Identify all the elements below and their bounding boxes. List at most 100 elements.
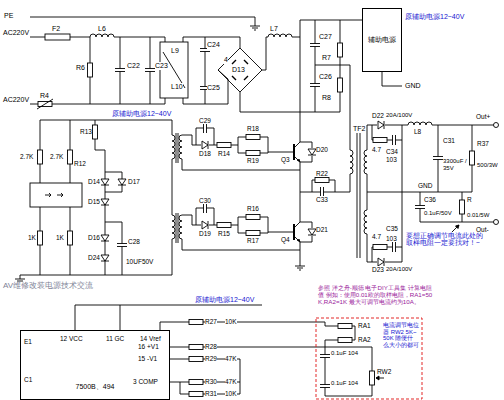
part-label: C35 bbox=[386, 225, 398, 232]
part-label: R13 bbox=[80, 128, 92, 135]
part-label: R16 bbox=[247, 205, 259, 212]
part-label: PE bbox=[4, 12, 13, 20]
component-symbol bbox=[204, 123, 207, 133]
component-symbol bbox=[179, 215, 182, 239]
annotation-note: 要想正确调节电流此处的取样电阻一定要找对！~ bbox=[406, 232, 486, 246]
component-symbol bbox=[202, 221, 208, 229]
part-label: 10K bbox=[225, 390, 237, 397]
component-symbol bbox=[373, 245, 387, 250]
part-label: L6 bbox=[98, 25, 106, 33]
part-label: C34 bbox=[386, 148, 398, 155]
part-label: C24 bbox=[207, 41, 220, 49]
node-title: 辅助电源 bbox=[368, 36, 396, 44]
part-label: D22 bbox=[372, 112, 384, 119]
component-symbol bbox=[204, 203, 207, 213]
part-label: 0.1uF 104 bbox=[331, 380, 358, 387]
component-symbol bbox=[373, 138, 387, 143]
part-label: D20 bbox=[316, 146, 328, 153]
component-symbol bbox=[470, 151, 475, 165]
component-symbol bbox=[93, 125, 98, 139]
component-symbol bbox=[338, 324, 352, 329]
component-symbol bbox=[408, 122, 432, 125]
part-label: C22 bbox=[127, 62, 140, 70]
wire-path bbox=[40, 120, 300, 275]
part-label: R22 bbox=[316, 170, 328, 177]
component-symbol bbox=[246, 231, 260, 236]
part-label: R19 bbox=[247, 157, 259, 164]
component-symbol bbox=[189, 392, 203, 397]
wire-path bbox=[37, 99, 53, 109]
part-label: R37 bbox=[477, 140, 489, 147]
part-label: R4 bbox=[40, 92, 49, 100]
wire-path bbox=[376, 376, 379, 380]
part-label: R15 bbox=[218, 230, 230, 237]
part-label: 103 bbox=[386, 235, 397, 242]
part-label: R17 bbox=[247, 237, 259, 244]
terminal-symbol bbox=[494, 220, 499, 225]
part-label: 4.7 bbox=[372, 146, 381, 153]
node-title: 7500B、494 bbox=[76, 383, 115, 391]
component-symbol bbox=[310, 84, 320, 87]
component-symbol bbox=[364, 150, 367, 174]
part-label: D17 bbox=[128, 178, 140, 185]
component-symbol bbox=[320, 355, 330, 358]
component-symbol bbox=[310, 44, 320, 47]
part-label: R31 bbox=[205, 390, 217, 397]
component-symbol bbox=[38, 231, 43, 245]
part-label: R8 bbox=[322, 94, 331, 102]
component-symbol bbox=[338, 43, 343, 57]
part-label: C26 bbox=[319, 73, 332, 81]
component-symbol bbox=[393, 242, 396, 252]
part-label: C1 bbox=[24, 376, 32, 383]
wire-path bbox=[297, 159, 300, 242]
component-symbol bbox=[68, 231, 73, 245]
part-label: Out+ bbox=[476, 113, 490, 120]
part-label: D23 bbox=[372, 266, 384, 273]
part-label: 0.01/5W bbox=[467, 212, 489, 219]
component-symbol bbox=[460, 200, 465, 214]
part-label: 10K bbox=[225, 318, 237, 325]
part-label: 20A/100V bbox=[386, 112, 412, 119]
part-outline bbox=[316, 318, 422, 399]
part-label: 47K bbox=[225, 378, 237, 385]
component-symbol bbox=[364, 210, 367, 234]
component-symbol bbox=[117, 244, 127, 247]
part-label: 500/3W bbox=[477, 162, 498, 169]
part-label: Q4 bbox=[281, 236, 290, 243]
component-symbol bbox=[101, 235, 109, 241]
component-symbol bbox=[250, 26, 260, 30]
part-label: AC220V bbox=[3, 96, 29, 104]
wire-path bbox=[20, 120, 172, 279]
part-label: R12 bbox=[74, 160, 86, 167]
annotation-note: 参照 洋之舟-顺德 电子DIY工具集 计算电阻值 例如：使用0.01欧的取样电阻… bbox=[318, 285, 436, 305]
component-symbol bbox=[308, 149, 316, 155]
component-symbol bbox=[295, 266, 305, 270]
component-symbol bbox=[370, 371, 375, 385]
component-symbol bbox=[202, 141, 208, 149]
component-symbol bbox=[145, 69, 155, 72]
component-symbol bbox=[101, 199, 109, 205]
part-label: C23 bbox=[155, 62, 168, 70]
component-symbol bbox=[308, 229, 316, 235]
terminal-symbol bbox=[494, 123, 499, 128]
part-label: 12 VCC bbox=[60, 335, 83, 342]
part-label: 1K bbox=[28, 234, 36, 241]
component-symbol bbox=[268, 34, 292, 37]
component-symbol bbox=[378, 258, 384, 266]
part-label: RA1 bbox=[358, 322, 371, 329]
wire-path bbox=[293, 144, 295, 240]
annotation-note: 电流调节电位器 RW2 5K~50K 随便什么大小的都可 bbox=[383, 322, 419, 348]
part-label: R7 bbox=[322, 54, 331, 62]
part-label: 15 -V1 bbox=[138, 355, 157, 362]
part-label: R18 bbox=[247, 125, 259, 132]
part-label: D13 bbox=[232, 66, 245, 74]
part-label: C28 bbox=[128, 238, 140, 245]
part-label: L7 bbox=[270, 25, 278, 33]
part-outline bbox=[30, 183, 82, 207]
part-label: GND bbox=[405, 82, 421, 90]
part-label: C29 bbox=[199, 117, 211, 124]
part-label: D18 bbox=[199, 150, 211, 157]
part-outline bbox=[160, 42, 188, 98]
annotation-note: 原辅助电源12~40V bbox=[195, 296, 254, 304]
part-label: R28 bbox=[205, 343, 217, 350]
